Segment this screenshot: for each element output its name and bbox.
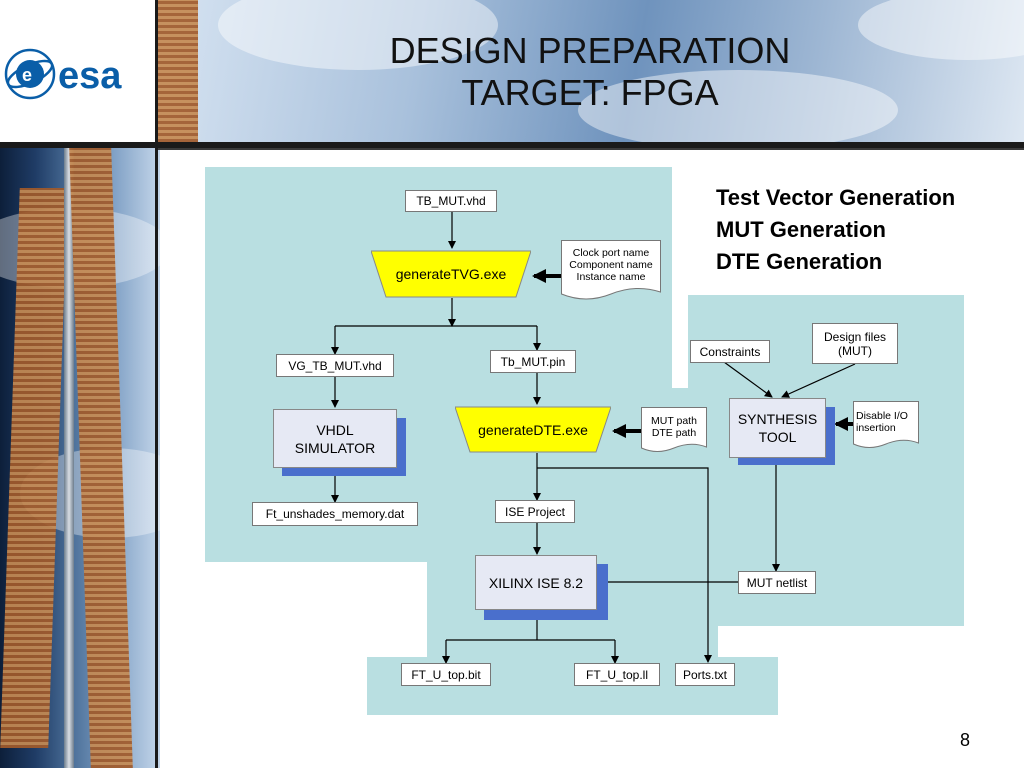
node-synthesis-tool: SYNTHESIS TOOL [729, 398, 826, 458]
node-generate-tvg: generateTVG.exe [371, 250, 531, 298]
clock-doc-line-2: Component name [569, 259, 653, 271]
horizontal-divider [0, 142, 1024, 148]
node-ft-u-top-ll: FT_U_top.ll [574, 663, 660, 686]
title-line-1: DESIGN PREPARATION [389, 30, 791, 71]
node-vhdl-simulator: VHDL SIMULATOR [273, 409, 397, 468]
esa-logo-icon: e esa [4, 48, 122, 100]
design-files-line-2: (MUT) [838, 343, 872, 358]
clock-doc-line-1: Clock port name [572, 247, 650, 259]
mut-path-doc-line-1: MUT path [651, 415, 697, 427]
doc-mut-path: MUT path DTE path [641, 407, 707, 455]
synthesis-tool-line-1: SYNTHESIS [737, 411, 818, 427]
generation-list: Test Vector Generation MUT Generation DT… [716, 182, 955, 278]
doc-disable-io: Disable I/O insertion [853, 401, 919, 451]
node-ft-u-top-bit: FT_U_top.bit [401, 663, 491, 686]
slide-title: DESIGN PREPARATION TARGET: FPGA [250, 30, 930, 114]
vhdl-simulator-line-1: VHDL [316, 421, 354, 438]
node-ports-txt: Ports.txt [675, 663, 735, 686]
header-photo [158, 0, 1024, 142]
disable-io-doc-line-1: Disable I/O [856, 410, 908, 422]
node-tb-mut-pin: Tb_MUT.pin [490, 350, 576, 373]
node-mut-netlist: MUT netlist [738, 571, 816, 594]
node-tb-mut-vhd: TB_MUT.vhd [405, 190, 497, 212]
clock-doc-line-3: Instance name [576, 271, 646, 283]
vertical-divider [155, 0, 158, 768]
node-ise-project: ISE Project [495, 500, 575, 523]
design-files-line-1: Design files [823, 329, 887, 344]
horizontal-divider-thin [158, 148, 1024, 150]
page-number: 8 [960, 730, 971, 750]
generation-item: MUT Generation [716, 217, 886, 242]
generation-item: Test Vector Generation [716, 185, 956, 210]
left-photo-strip [0, 148, 160, 768]
title-line-2: TARGET: FPGA [461, 72, 719, 113]
node-design-files: Design files (MUT) [812, 323, 898, 364]
generate-tvg-label: generateTVG.exe [395, 266, 507, 282]
synthesis-tool-line-2: TOOL [758, 429, 797, 445]
node-constraints: Constraints [690, 340, 770, 363]
node-vg-tb-mut-vhd: VG_TB_MUT.vhd [276, 354, 394, 377]
disable-io-doc-line-2: insertion [856, 422, 896, 434]
logo-wordmark: esa [58, 55, 122, 97]
vhdl-simulator-line-2: SIMULATOR [294, 439, 376, 456]
logo-area: e esa [0, 0, 156, 142]
node-xilinx-ise: XILINX ISE 8.2 [475, 555, 597, 610]
generation-item: DTE Generation [716, 249, 883, 274]
mut-path-doc-line-2: DTE path [651, 427, 697, 439]
doc-clock-port: Clock port name Component name Instance … [561, 240, 661, 302]
node-ft-unshades-memory: Ft_unshades_memory.dat [252, 502, 418, 526]
station-mast [64, 148, 74, 768]
svg-text:e: e [22, 65, 32, 85]
generate-dte-label: generateDTE.exe [478, 421, 588, 438]
node-generate-dte: generateDTE.exe [455, 406, 611, 453]
